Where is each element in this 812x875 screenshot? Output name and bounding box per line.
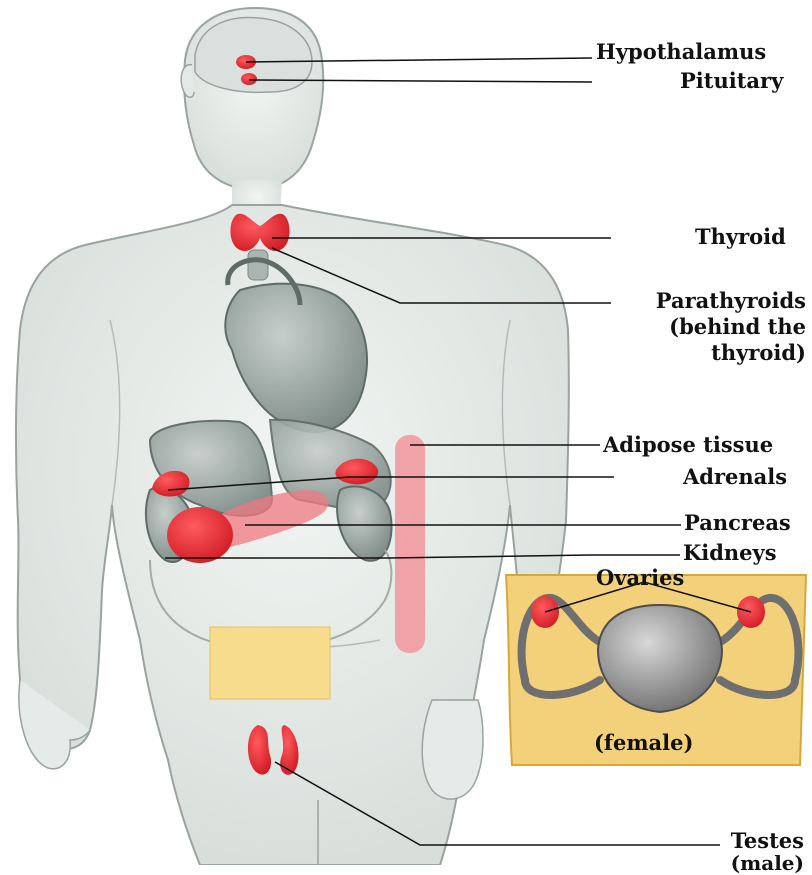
pancreas-head — [167, 507, 233, 563]
pituitary-gland — [241, 73, 257, 85]
pelvis-highlight-box — [210, 627, 330, 699]
label-testes-line1: Testes — [731, 830, 804, 852]
label-kidneys: Kidneys — [683, 542, 777, 564]
label-parathyroids-line2: (behind the — [669, 316, 806, 338]
label-parathyroids-line3: thyroid) — [711, 342, 806, 364]
label-thyroid: Thyroid — [695, 226, 786, 248]
label-hypothalamus: Hypothalamus — [596, 41, 766, 63]
label-parathyroids-line1: Parathyroids — [656, 290, 806, 312]
label-pancreas: Pancreas — [684, 512, 791, 534]
label-female: (female) — [594, 732, 693, 754]
label-adrenals: Adrenals — [683, 466, 787, 488]
label-adipose-tissue: Adipose tissue — [603, 434, 773, 456]
label-testes-line2: (male) — [731, 852, 804, 874]
label-pituitary: Pituitary — [680, 70, 783, 92]
label-ovaries: Ovaries — [596, 567, 684, 589]
trachea — [248, 250, 268, 280]
adipose-tissue — [395, 435, 425, 653]
